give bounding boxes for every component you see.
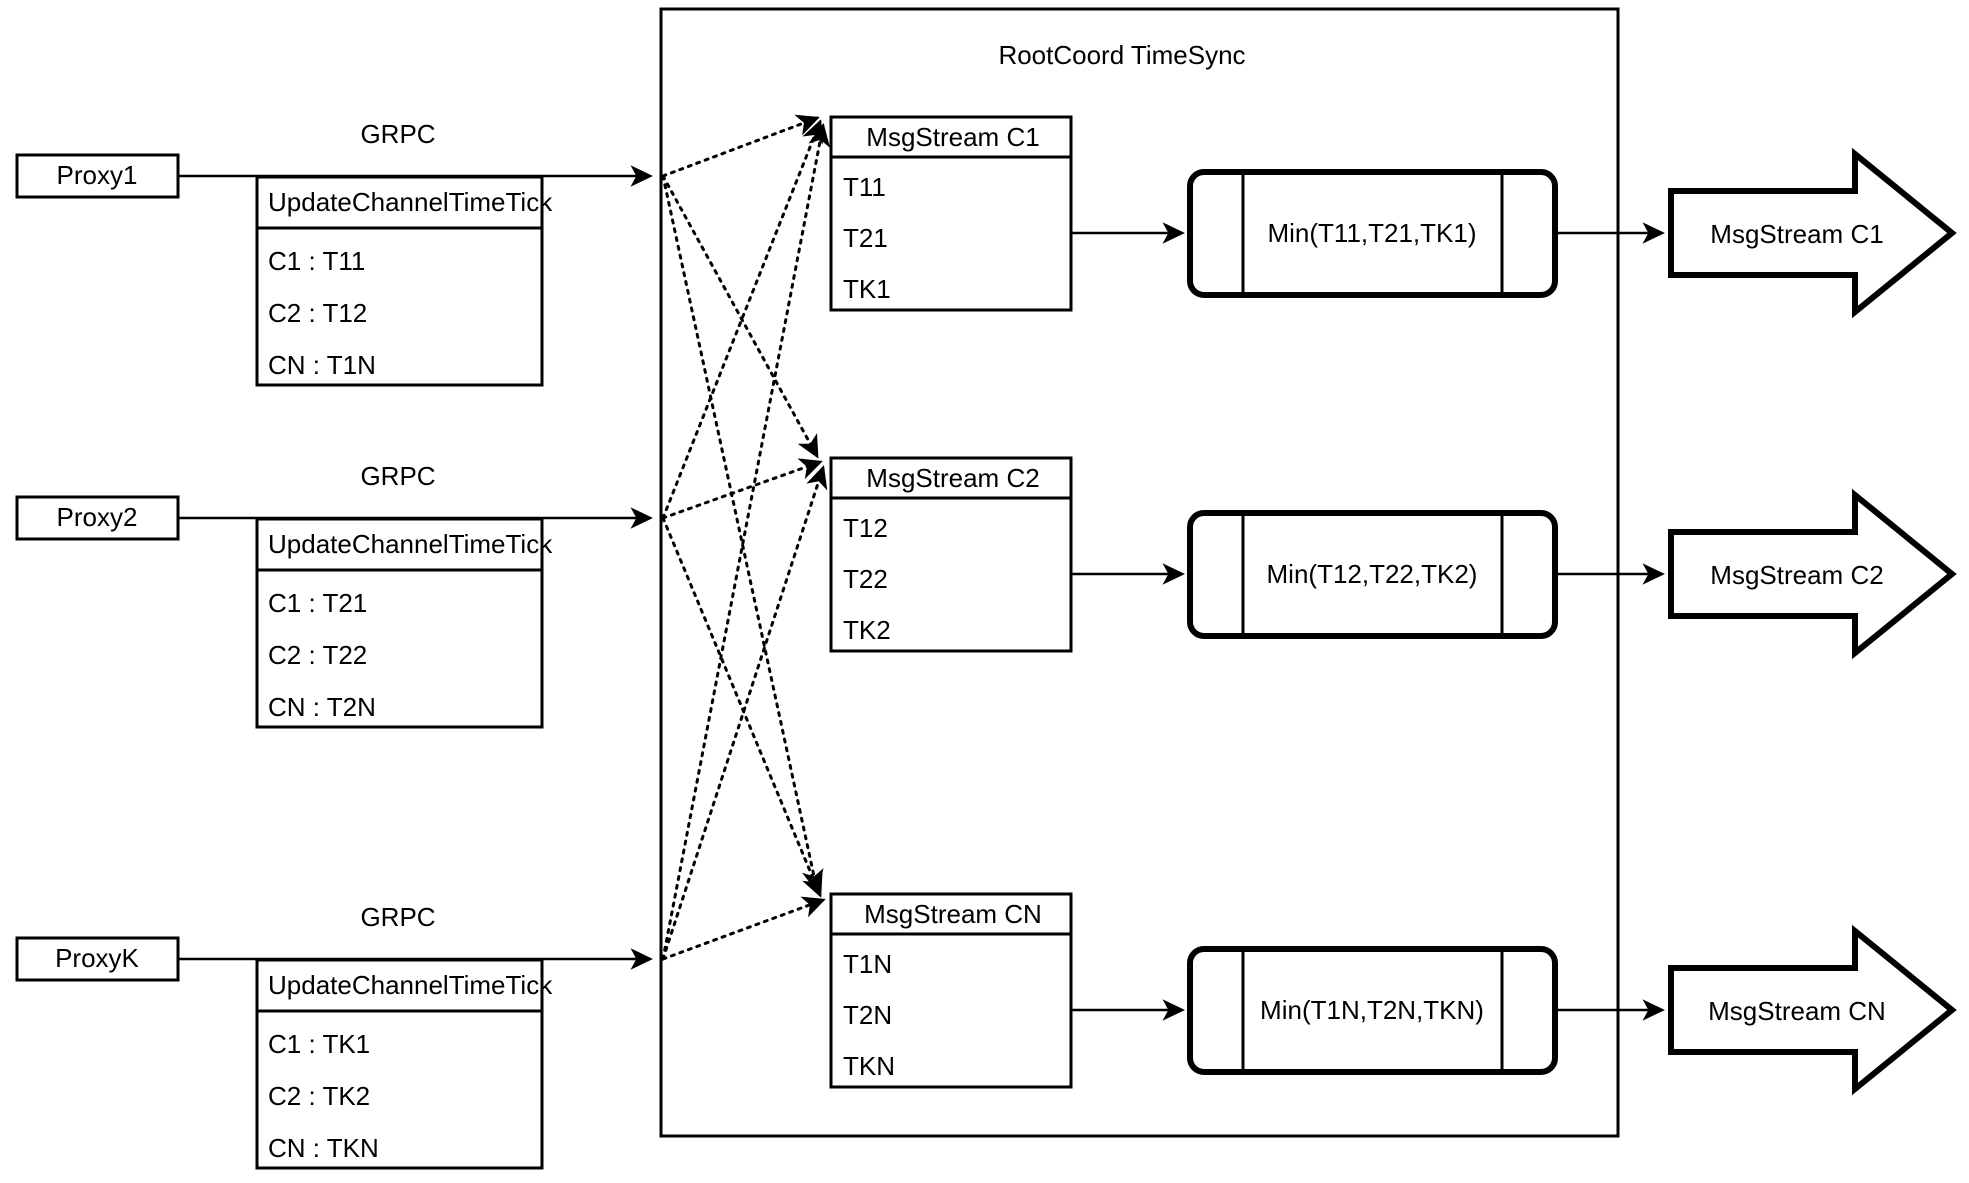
proxy-box-1[interactable]: Proxy1 (15, 153, 180, 199)
edge-p2-c1 (661, 119, 823, 520)
min-label-3: Min(T1N,T2N,TKN) (1260, 995, 1484, 1025)
msgstream-header-2: MsgStream C2 (866, 463, 1039, 493)
channel-group-2: MsgStream C2 T12 T22 TK2 Min(T12,T22,TK2… (829, 456, 1957, 660)
msgstream-row-1-1: T21 (843, 223, 888, 253)
card-row-2-1: C2 : T22 (268, 640, 367, 670)
proxy-group-1: Proxy1 GRPC UpdateChannelTimeTick C1 : T… (15, 119, 653, 387)
proxy-group-2: Proxy2 GRPC UpdateChannelTimeTick C1 : T… (15, 461, 653, 729)
card-row-1-1: C2 : T12 (268, 298, 367, 328)
msgstream-row-3-1: T2N (843, 1000, 892, 1030)
proxy-label-3: ProxyK (55, 943, 139, 973)
min-process-box-3: Min(T1N,T2N,TKN) (1187, 946, 1558, 1075)
card-header-3: UpdateChannelTimeTick (268, 970, 553, 1000)
card-row-3-2: CN : TKN (268, 1133, 379, 1163)
min-process-box-1: Min(T11,T21,TK1) (1187, 169, 1558, 298)
output-label-2: MsgStream C2 (1710, 560, 1883, 590)
card-row-1-0: C1 : T11 (268, 246, 365, 276)
card-row-2-0: C1 : T21 (268, 588, 367, 618)
msgstream-row-1-0: T11 (843, 172, 886, 202)
proxy-group-3: ProxyK GRPC UpdateChannelTimeTick C1 : T… (15, 902, 653, 1170)
proxy-box-3[interactable]: ProxyK (15, 936, 180, 982)
msgstream-row-3-2: TKN (843, 1051, 895, 1081)
channel-group-1: MsgStream C1 T11 T21 TK1 Min(T11,T21,TK1… (829, 115, 1957, 319)
msgstream-row-2-1: T22 (843, 564, 888, 594)
msgstream-header-3: MsgStream CN (864, 899, 1042, 929)
min-process-box-2: Min(T12,T22,TK2) (1187, 510, 1558, 639)
grpc-label-3: GRPC (360, 902, 435, 932)
updatechanneltimetick-card-3: UpdateChannelTimeTick C1 : TK1 C2 : TK2 … (255, 958, 553, 1170)
card-header-2: UpdateChannelTimeTick (268, 529, 553, 559)
card-row-3-0: C1 : TK1 (268, 1029, 370, 1059)
grpc-label-2: GRPC (360, 461, 435, 491)
card-header-1: UpdateChannelTimeTick (268, 187, 553, 217)
card-row-1-2: CN : T1N (268, 350, 376, 380)
proxy-box-2[interactable]: Proxy2 (15, 495, 180, 541)
card-row-2-2: CN : T2N (268, 692, 376, 722)
msgstream-header-1: MsgStream C1 (866, 122, 1039, 152)
msgstream-box-1: MsgStream C1 T11 T21 TK1 (829, 115, 1073, 312)
timetick-fanout-edges (661, 114, 831, 961)
grpc-label-1: GRPC (360, 119, 435, 149)
rootcoord-title: RootCoord TimeSync (998, 40, 1245, 70)
msgstream-row-2-0: T12 (843, 513, 888, 543)
proxy-label-1: Proxy1 (57, 160, 138, 190)
updatechanneltimetick-card-1: UpdateChannelTimeTick C1 : T11 C2 : T12 … (255, 175, 553, 387)
edge-pk-c1 (661, 123, 831, 961)
min-label-2: Min(T12,T22,TK2) (1267, 559, 1478, 589)
msgstream-box-3: MsgStream CN T1N T2N TKN (829, 892, 1073, 1089)
edge-pk-cn (661, 896, 826, 961)
msgstream-box-2: MsgStream C2 T12 T22 TK2 (829, 456, 1073, 653)
msgstream-row-2-2: TK2 (843, 615, 891, 645)
output-label-3: MsgStream CN (1708, 996, 1886, 1026)
output-arrow-3: MsgStream CN (1668, 924, 1957, 1096)
edge-p2-c2 (661, 458, 823, 520)
min-label-1: Min(T11,T21,TK1) (1267, 218, 1476, 248)
msgstream-row-1-2: TK1 (843, 274, 891, 304)
msgstream-row-3-0: T1N (843, 949, 892, 979)
output-label-1: MsgStream C1 (1710, 219, 1883, 249)
output-arrow-2: MsgStream C2 (1668, 488, 1957, 660)
output-arrow-1: MsgStream C1 (1668, 147, 1957, 319)
edge-p1-c1 (661, 114, 820, 178)
updatechanneltimetick-card-2: UpdateChannelTimeTick C1 : T21 C2 : T22 … (255, 517, 553, 729)
card-row-3-1: C2 : TK2 (268, 1081, 370, 1111)
edge-p1-c2 (661, 174, 819, 459)
proxy-label-2: Proxy2 (57, 502, 138, 532)
channel-group-3: MsgStream CN T1N T2N TKN Min(T1N,T2N,TKN… (829, 892, 1957, 1096)
